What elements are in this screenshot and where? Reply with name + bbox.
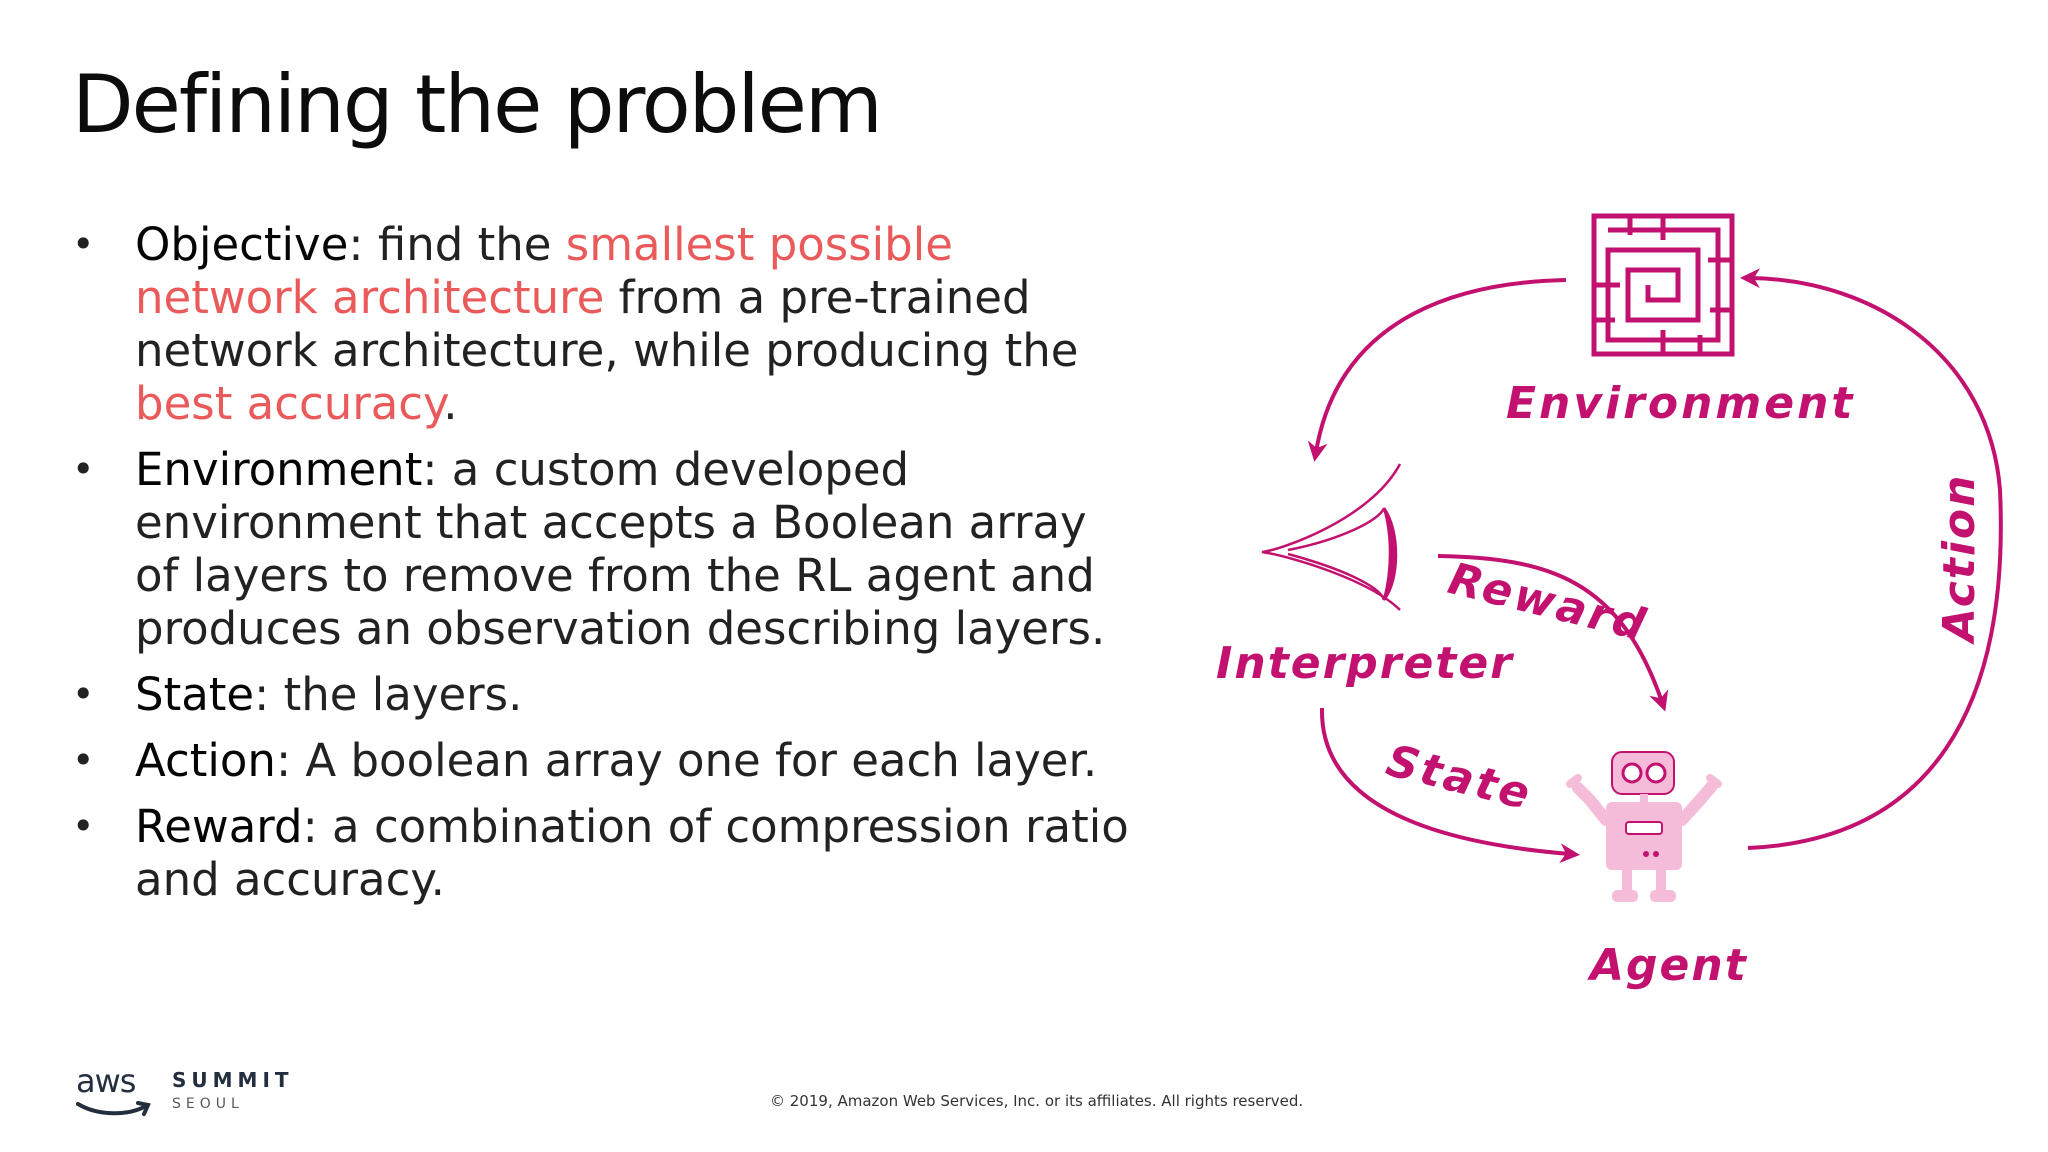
bullet-term: Environment [135, 443, 423, 496]
bullet-item: • Environment: a custom developed environ… [72, 443, 1132, 655]
bullet-text: : A boolean array one for each layer. [275, 734, 1098, 787]
highlighted-text: best accuracy [135, 377, 444, 430]
bullet-text: : a custom developed environment that ac… [135, 443, 1106, 655]
bullet-term: State [135, 668, 255, 721]
robot-icon [1566, 751, 1722, 902]
bullet-marker: • [72, 672, 95, 716]
maze-icon [1591, 213, 1735, 357]
bullet-item: • Objective: find the smallest possible n… [72, 218, 1132, 430]
bullet-text: : the layers. [254, 668, 523, 721]
rl-cycle-diagram: Environment Interpreter Agent Reward Sta… [1216, 213, 2003, 991]
reward-label: Reward [1443, 553, 1652, 652]
bullet-text: from a pre-trained network architecture,… [135, 271, 1079, 377]
city-wordmark: SEOUL [172, 1096, 244, 1112]
slide-title: Defining the problem [72, 58, 883, 151]
bullet-text: . [443, 377, 458, 430]
aws-wordmark: aws [76, 1062, 136, 1100]
aws-summit-logo: aws SUMMIT SEOUL [76, 1062, 316, 1122]
bullet-item: • State: the layers. [72, 668, 1132, 721]
bullet-term: Reward [135, 800, 303, 853]
bullet-list: • Objective: find the smallest possible n… [72, 218, 1132, 919]
bullet-marker: • [72, 804, 95, 848]
bullet-text: : a combination of compression ratio and… [135, 800, 1129, 906]
bullet-marker: • [72, 222, 95, 266]
bullet-term: Objective [135, 218, 349, 271]
bullet-item: • Action: A boolean array one for each la… [72, 734, 1132, 787]
state-arrow [1319, 707, 1580, 864]
bullet-marker: • [72, 447, 95, 491]
bullet-text: : find the [348, 218, 566, 271]
aws-smile-icon [76, 1101, 151, 1116]
action-label: Action [1934, 474, 1985, 645]
action-arrow [1740, 268, 2003, 850]
environment-label: Environment [1506, 378, 1855, 429]
highlighted-text: smallest possible network architecture [135, 218, 953, 324]
agent-label: Agent [1587, 940, 1748, 991]
bullet-item: • Reward: a combination of compression ra… [72, 800, 1132, 906]
summit-wordmark: SUMMIT [172, 1068, 294, 1092]
state-label: State [1381, 735, 1537, 820]
environment-to-interpreter-arrow [1307, 278, 1567, 462]
copyright-notice: © 2019, Amazon Web Services, Inc. or its… [770, 1092, 1304, 1110]
bullet-term: Action [135, 734, 276, 787]
bullet-marker: • [72, 738, 95, 782]
eye-icon [1261, 463, 1402, 611]
reward-arrow [1437, 554, 1669, 712]
interpreter-label: Interpreter [1216, 638, 1514, 689]
